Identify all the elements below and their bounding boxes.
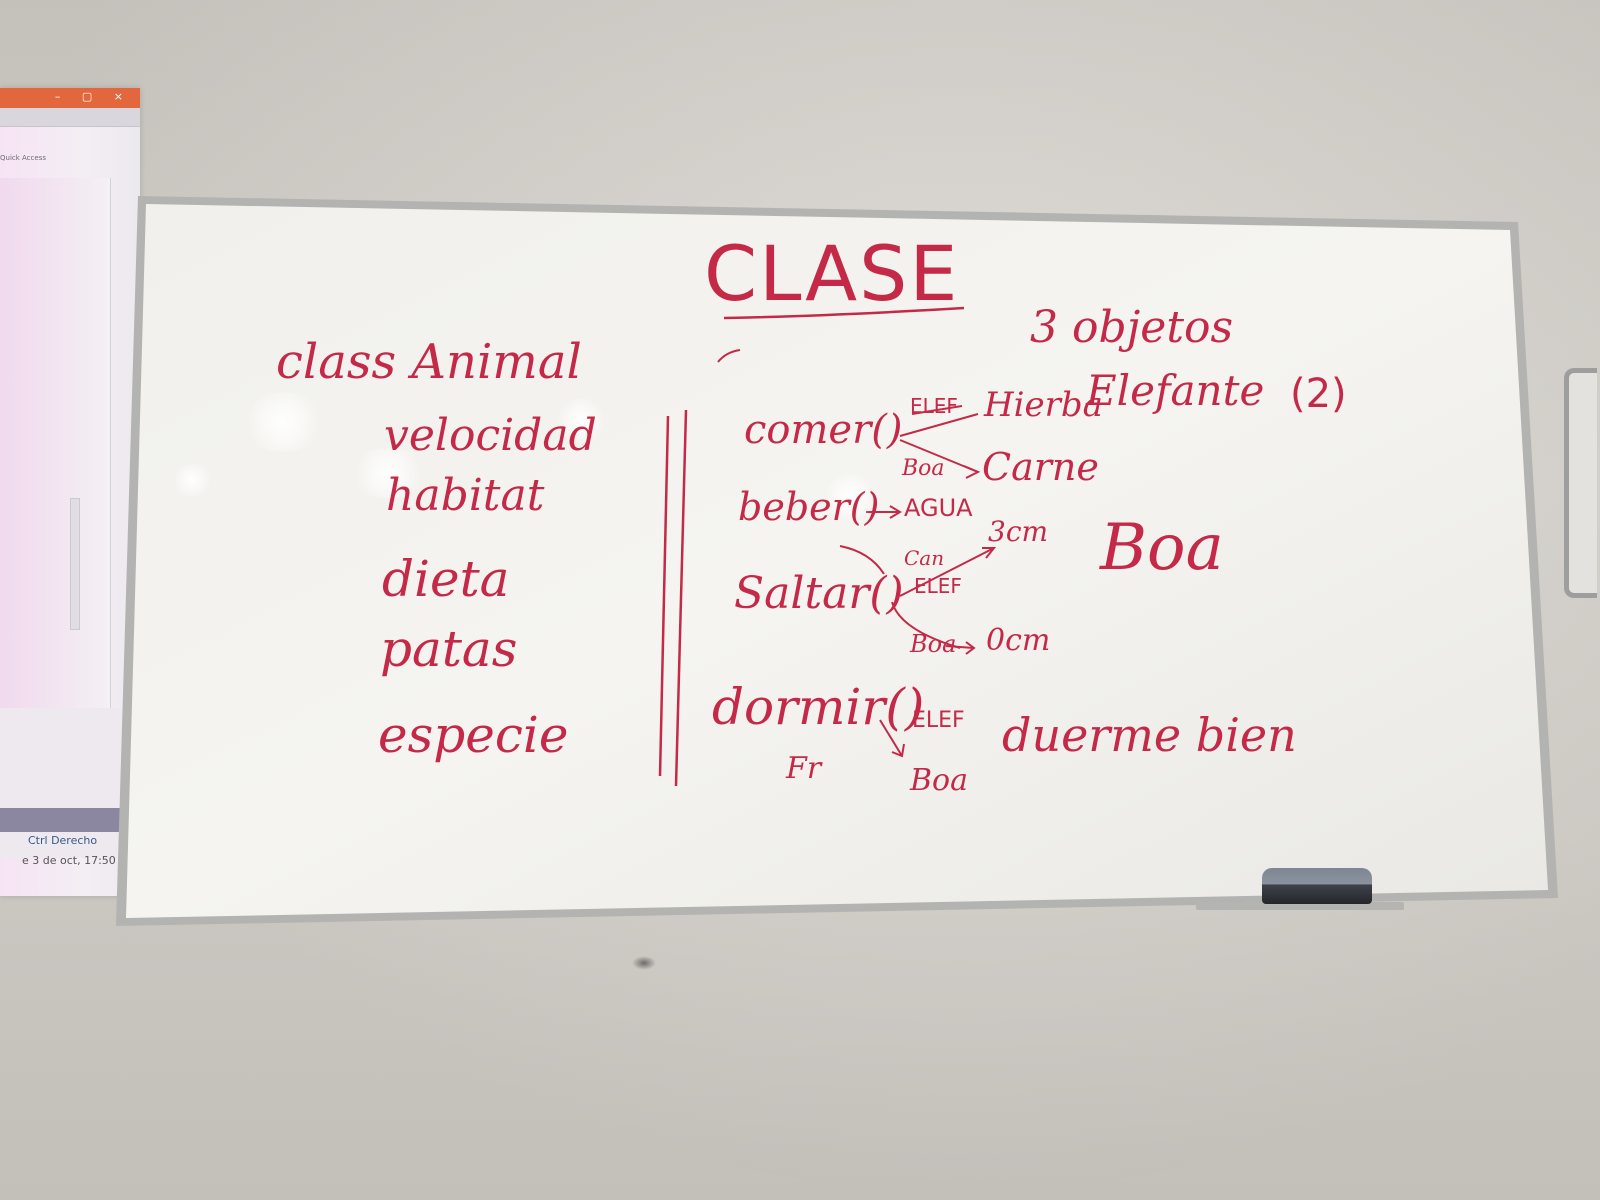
label-hierba: Hierba (984, 385, 1103, 425)
label-elefante: Elefante (1086, 366, 1265, 415)
label-elef-saltar: ELEF (914, 574, 962, 598)
method-comer: comer() (744, 407, 903, 453)
method-beber: beber() (738, 485, 880, 529)
arrowhead-agua (889, 505, 902, 519)
arrowhead-carne (963, 465, 981, 479)
window-toolbar (0, 108, 140, 127)
label-can: Can (904, 546, 945, 570)
scrollbar (70, 498, 80, 630)
marker-tray (1196, 902, 1404, 910)
file-panel (0, 178, 111, 738)
host-key-label: Ctrl Derecho (28, 834, 98, 847)
glare-spot (238, 392, 328, 452)
date-label: e 3 de oct, 17:50 (22, 854, 116, 867)
label-elef-dormir: ELEF (912, 708, 965, 733)
side-holder (1564, 368, 1597, 598)
divider-line-left (658, 415, 670, 777)
attribute-dieta: dieta (382, 550, 510, 608)
attribute-velocidad: velocidad (384, 410, 597, 461)
class-header: class Animal (276, 334, 582, 390)
label-fr: Fr (786, 751, 822, 786)
glare-spot (556, 398, 606, 442)
objects-note: 3 objetos (1030, 302, 1234, 353)
arrowhead-3cm (982, 547, 997, 559)
quick-access-label: Quick Access (0, 154, 46, 162)
attribute-especie: especie (378, 706, 569, 764)
projected-screen: – ▢ × Quick Access Ctrl Derecho e 3 de o… (0, 88, 140, 896)
window-titlebar: – ▢ × (0, 88, 140, 108)
label-boa-comer: Boa (902, 456, 945, 481)
wall-mark (632, 956, 656, 970)
small-mark (717, 349, 741, 363)
board-title: CLASE (704, 229, 960, 318)
label-boa-saltar: Boa (910, 630, 957, 658)
label-elefante-count: (2) (1290, 371, 1347, 417)
divider-line-right (674, 409, 688, 787)
label-boa-dormir: Boa (910, 763, 968, 798)
window-controls: – ▢ × (54, 90, 132, 103)
label-0cm: 0cm (986, 623, 1051, 658)
label-3cm: 3cm (988, 515, 1049, 548)
glare-spot (172, 462, 212, 498)
glare-spot (820, 474, 880, 518)
arrowhead-dormir (891, 743, 905, 758)
glare-spot (348, 448, 428, 498)
label-duerme-bien: duerme bien (1002, 708, 1297, 762)
label-carne: Carne (982, 445, 1099, 489)
method-saltar: Saltar() (734, 568, 904, 619)
label-boa-big: Boa (1100, 511, 1224, 585)
attribute-patas: patas (380, 620, 518, 678)
label-elef-comer: ELEF (910, 394, 958, 418)
taskbar (0, 808, 120, 832)
method-dormir: dormir() (712, 678, 925, 736)
label-agua: AGUA (904, 494, 973, 522)
attribute-habitat: habitat (386, 470, 545, 521)
board-eraser (1262, 868, 1372, 904)
arrowhead-0cm (965, 641, 976, 655)
